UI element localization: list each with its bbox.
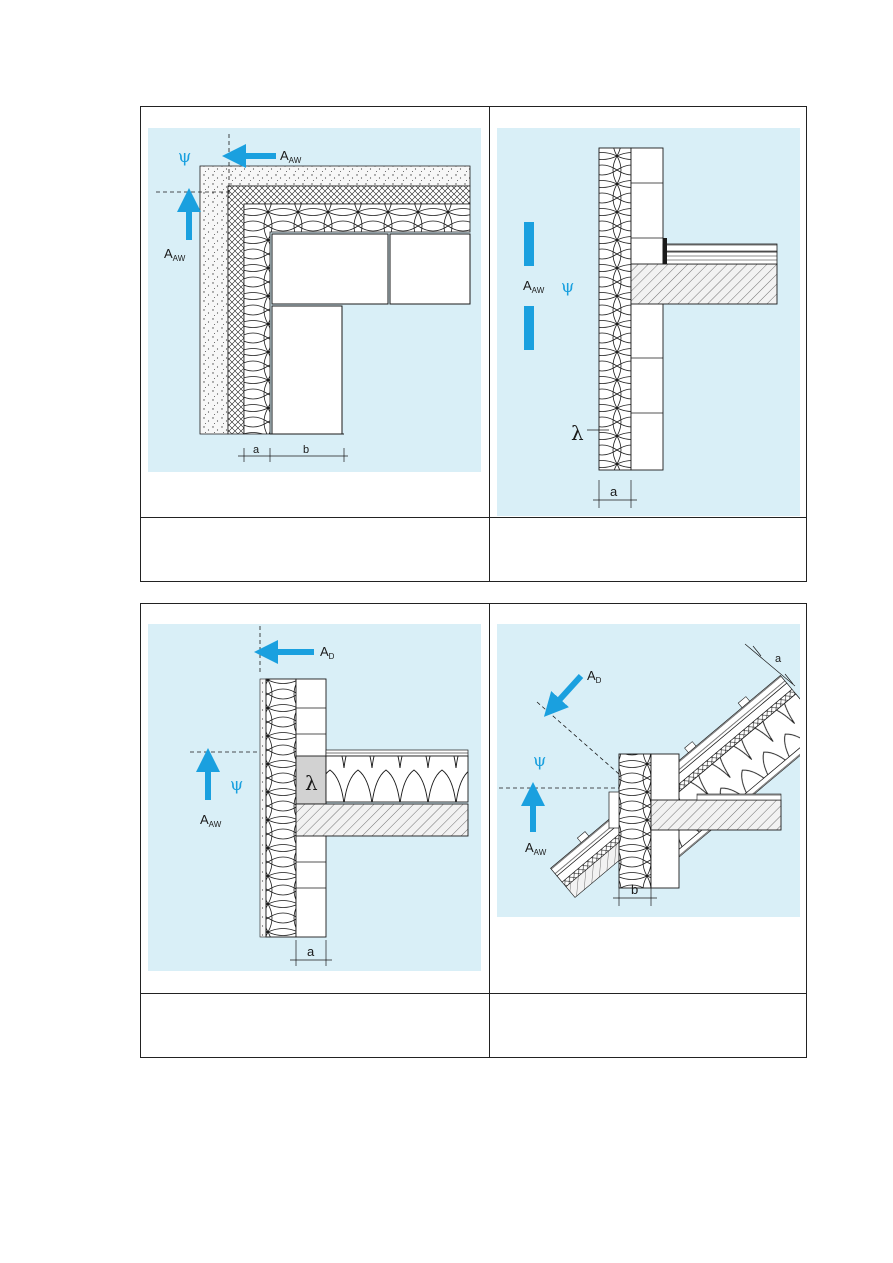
arrow-ad (543, 673, 584, 717)
floor-slab (650, 799, 782, 831)
symbol-psi: ψ (561, 277, 574, 297)
symbol-lambda: λ (305, 771, 318, 795)
slab-insulation (325, 755, 469, 803)
diagram-roof-wall: AD ψ AAW a b (497, 624, 800, 917)
floor-slab (295, 803, 469, 837)
symbol-psi: ψ (533, 751, 546, 771)
label-a-aw: AAW (523, 278, 545, 295)
dimension-a: a (307, 944, 315, 959)
marker-bar (524, 306, 534, 350)
label-a-aw: AAW (525, 840, 547, 857)
wall-insulation (598, 147, 632, 471)
label-a-aw: AAW (280, 148, 302, 165)
symbol-psi: ψ (178, 147, 191, 167)
dimension-a: a (775, 653, 782, 665)
masonry-block (271, 305, 343, 435)
label-a-d: AD (587, 668, 602, 685)
dimension-a: a (610, 484, 618, 499)
dimension-a: a (253, 444, 260, 456)
panel-divider-horizontal (141, 993, 806, 994)
dimension-b: b (303, 444, 309, 456)
wall-insulation (618, 753, 652, 889)
symbol-psi: ψ (230, 775, 243, 795)
masonry-block (271, 233, 389, 305)
symbol-lambda: λ (571, 421, 584, 445)
diagram-slab-insulation: λ AD ψ AAW a (148, 624, 481, 971)
wall-insulation (265, 678, 297, 938)
label-a-aw: AAW (164, 246, 186, 263)
panel-divider-horizontal (141, 517, 806, 518)
floor-slab (630, 263, 778, 305)
thermal-break (295, 755, 327, 805)
panel-divider-vertical (489, 107, 490, 581)
diagram-wall-corner: ψ AAW AAW a b (148, 128, 481, 472)
dimension-b: b (631, 882, 638, 897)
panel-divider-vertical (489, 604, 490, 1057)
masonry-block (389, 233, 471, 305)
label-a-d: AD (320, 644, 335, 661)
marker-bar (524, 222, 534, 266)
diagram-wall-slab: AAW ψ λ a (497, 128, 800, 516)
label-a-aw: AAW (200, 812, 222, 829)
